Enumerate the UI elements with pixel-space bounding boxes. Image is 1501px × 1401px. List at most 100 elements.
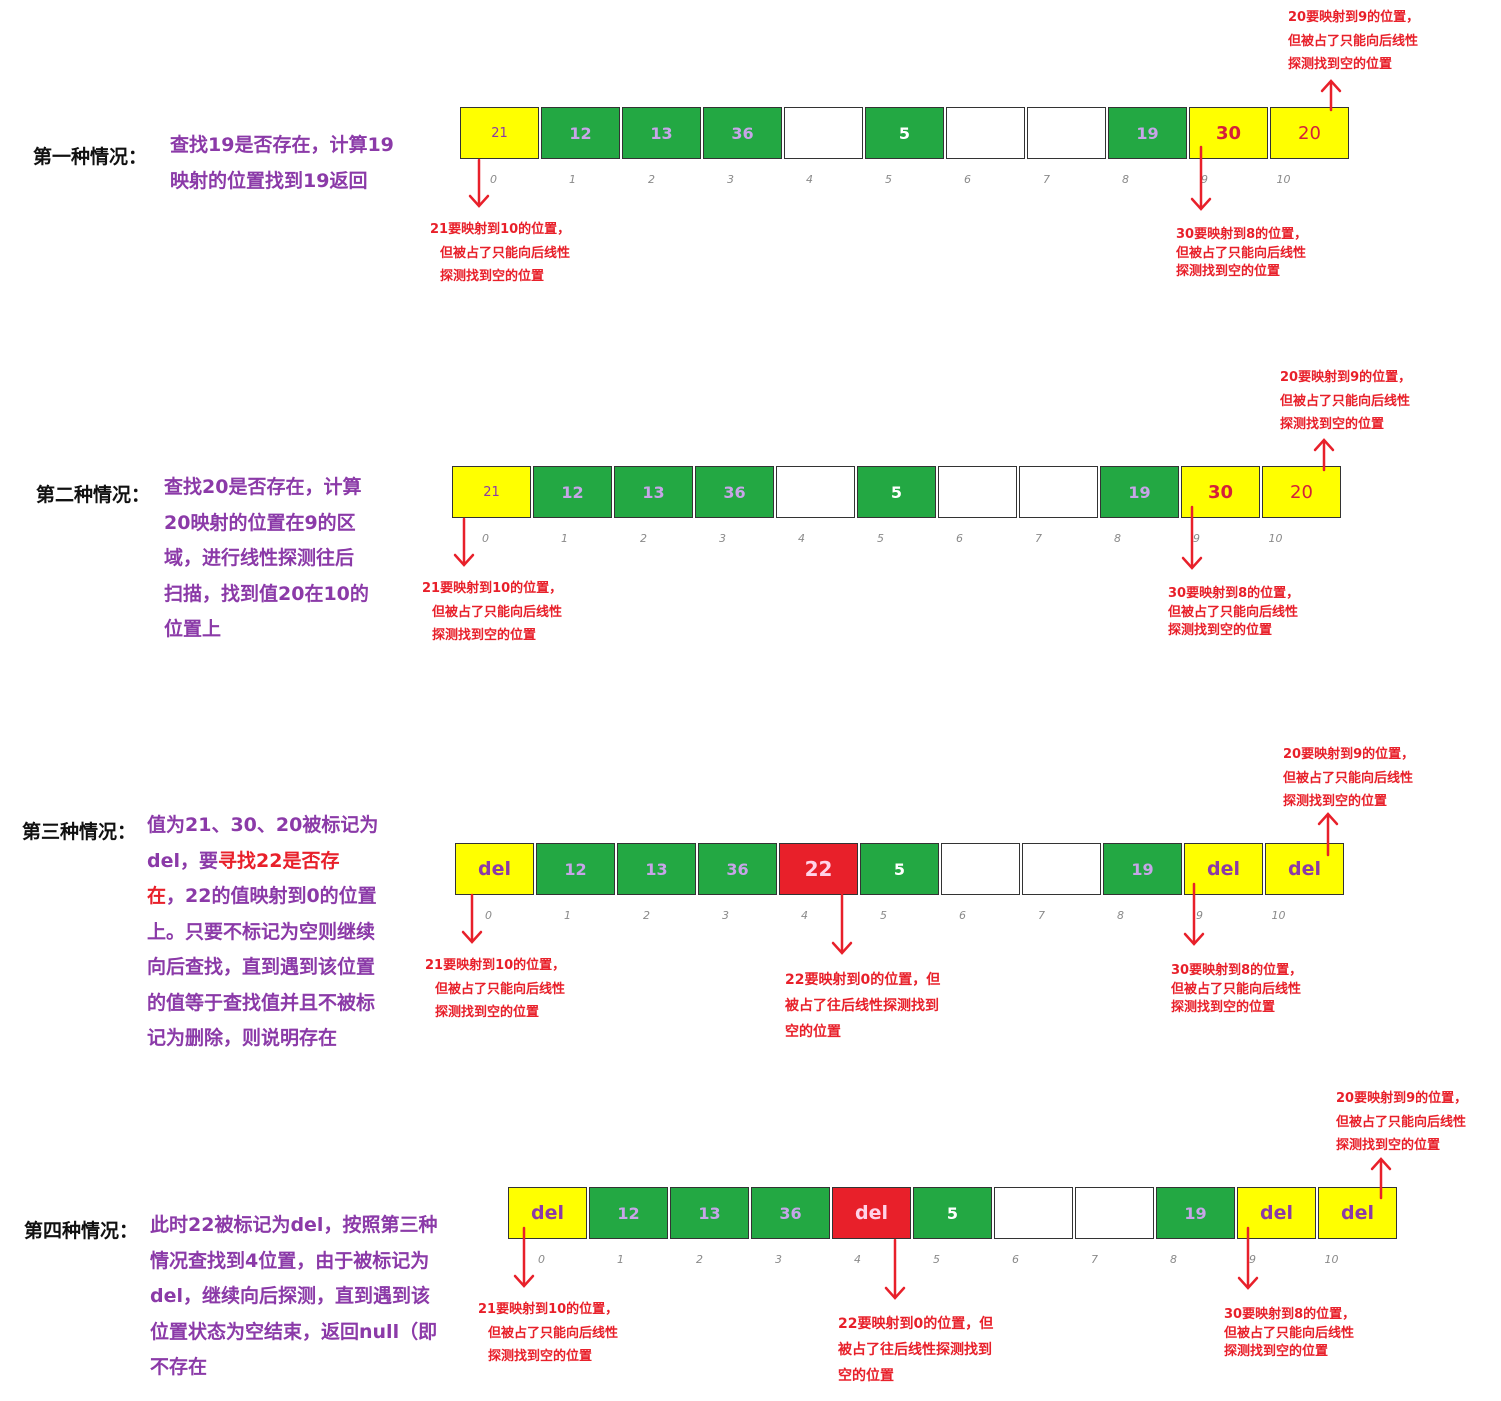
slot-9: 30 [1181,466,1260,518]
note-line: 但被占了只能向后线性 [1280,393,1411,409]
note-30: 30要映射到8的位置， 但被占了只能向后线性 探测找到空的位置 [1168,585,1299,641]
scenario-label: 第二种情况： [36,484,151,506]
slot-5: 5 [860,843,939,895]
index-label: 3 [722,909,729,922]
slot-2: 13 [617,843,696,895]
slot-10: del [1318,1187,1397,1239]
index-label: 4 [801,909,808,922]
scenario-label: 第四种情况： [24,1220,139,1242]
scenario-description: 此时22被标记为del，按照第三种 情况查找到4位置，由于被标记为 del，继续… [150,1208,437,1386]
slot-8: 19 [1100,466,1179,518]
hash-table-row: 21 12 13 36 5 19 30 20 [460,107,1351,159]
arrowhead-icon [1183,932,1205,946]
slot-7 [1075,1187,1154,1239]
note-line: 但被占了只能向后线性 [1176,245,1307,261]
note-line: 但被占了只能向后线性 [435,981,566,997]
index-label: 5 [877,532,884,545]
arrowhead-icon [1320,79,1342,93]
index-label: 8 [1122,173,1129,186]
desc-line: 位置状态为空结束，返回null（即 [150,1320,438,1343]
desc-line: 域，进行线性探测往后 [164,547,355,569]
index-label: 10 [1276,173,1291,186]
note-line: 探测找到空的位置 [1283,794,1388,809]
note-line: 探测找到空的位置 [440,269,545,284]
desc-text: del，要 [147,849,218,872]
desc-line: 扫描，找到值20在10的 [164,582,369,605]
arrowhead-icon [884,1286,906,1300]
slot-1: 12 [533,466,612,518]
index-label: 4 [806,173,813,186]
note-line: 但被占了只能向后线性 [440,245,571,261]
index-label: 8 [1114,532,1121,545]
note-line: 空的位置 [838,1368,894,1384]
note-21: 21要映射到10的位置， 但被占了只能向后线性 探测找到空的位置 [422,577,562,648]
slot-2: 13 [614,466,693,518]
note-line: 被占了往后线性探测找到 [785,998,939,1014]
index-label: 6 [956,532,963,545]
arrowhead-icon [468,194,490,208]
note-line: 但被占了只能向后线性 [488,1325,619,1341]
slot-8: 19 [1156,1187,1235,1239]
note-line: 探测找到空的位置 [432,628,537,643]
hash-table-row: del 12 13 36 22 5 19 del del [455,843,1346,895]
slot-5: 5 [865,107,944,159]
note-line: 30要映射到8的位置， [1176,227,1308,242]
slot-10: del [1265,843,1344,895]
slot-0: del [455,843,534,895]
slot-1: 12 [541,107,620,159]
note-line: 探测找到空的位置 [1288,57,1393,72]
slot-6 [994,1187,1073,1239]
desc-line: 查找19是否存在，计算19 [170,134,394,156]
scenario-2: 第二种情况： 查找20是否存在，计算 20映射的位置在9的区 域，进行线性探测往… [0,0,1501,643]
scenario-label: 第一种情况： [33,146,148,168]
index-label: 1 [561,532,568,545]
index-label: 1 [564,909,571,922]
slot-2: 13 [670,1187,749,1239]
note-line: 20要映射到9的位置， [1283,747,1415,762]
note-line: 探测找到空的位置 [1336,1138,1441,1153]
note-line: 但被占了只能向后线性 [1168,604,1299,620]
index-row: 0 1 2 3 4 5 6 7 8 9 10 [502,1253,1371,1266]
slot-6 [938,466,1017,518]
slot-4 [784,107,863,159]
desc-line: 映射的位置找到19返回 [170,169,368,192]
note-21: 21要映射到10的位置， 但被占了只能向后线性 探测找到空的位置 [478,1298,618,1369]
arrowhead-icon [1317,812,1339,826]
note-line: 但被占了只能向后线性 [1336,1114,1467,1130]
note-line: 30要映射到8的位置， [1171,963,1303,978]
note-20: 20要映射到9的位置， 但被占了只能向后线性 探测找到空的位置 [1288,6,1419,77]
note-30: 30要映射到8的位置， 但被占了只能向后线性 探测找到空的位置 [1171,962,1302,1018]
note-line: 但被占了只能向后线性 [1171,981,1302,997]
arrowhead-icon [513,1274,535,1288]
index-label: 10 [1271,909,1286,922]
desc-line: 查找20是否存在，计算 [164,476,362,498]
note-line: 30要映射到8的位置， [1168,586,1300,601]
slot-3: 36 [751,1187,830,1239]
desc-text: ，22的值映射到0的位置 [166,885,377,907]
desc-line: 向后查找，直到遇到该位置 [147,956,376,978]
note-line: 20要映射到9的位置， [1288,10,1420,25]
note-line: 但被占了只能向后线性 [1283,770,1414,786]
index-label: 6 [1012,1253,1019,1266]
slot-10: 20 [1262,466,1341,518]
index-label: 0 [485,909,492,922]
hash-table-row: 21 12 13 36 5 19 30 20 [452,466,1343,518]
arrowhead-icon [1237,1276,1259,1290]
note-line: 22要映射到0的位置，但 [838,1316,994,1332]
desc-line: 不存在 [150,1356,208,1378]
arrowhead-icon [1313,438,1335,452]
note-line: 探测找到空的位置 [435,1005,540,1020]
arrowhead-icon [1181,556,1203,570]
index-label: 2 [648,173,655,186]
desc-line: 上。只要不标记为空则继续 [147,920,376,943]
desc-highlight: 寻找22是否存 [218,849,340,872]
scenario-description: 查找20是否存在，计算 20映射的位置在9的区 域，进行线性探测往后 扫描，找到… [164,470,369,648]
note-line: 21要映射到10的位置， [478,1302,619,1317]
slot-4: del [832,1187,911,1239]
desc-line: 值为21、30、20被标记为 [147,808,378,844]
slot-4 [776,466,855,518]
index-label: 5 [880,909,887,922]
index-label: 9 [1201,173,1208,186]
